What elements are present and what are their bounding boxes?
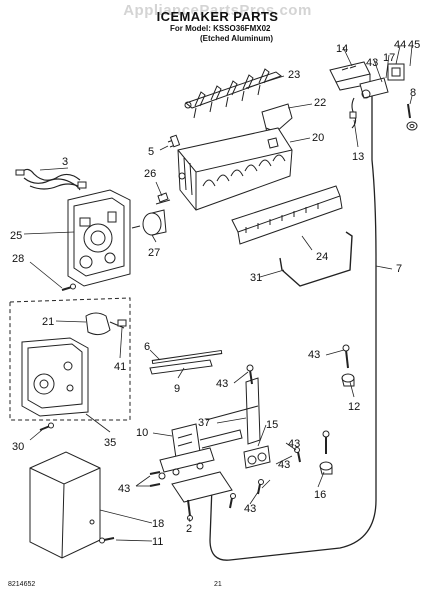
callout-44: 44 [394,39,406,51]
callout-8: 8 [410,87,416,99]
tube-clamp-12 [341,344,355,387]
screw-11 [99,537,115,544]
wire-harness [15,168,87,191]
callout-2: 2 [186,523,192,535]
callout-11: 11 [152,536,163,548]
callout-14: 14 [336,43,348,55]
module-motor [85,312,127,336]
callout-6: 6 [144,341,150,353]
fill-tube [149,350,223,375]
water-supply-tube [209,88,377,561]
replacement-kit-outline [9,297,131,421]
mounting-screw [167,134,181,148]
callout-43b: 43 [308,349,320,361]
callout-43d: 43 [278,459,290,471]
callout-16: 16 [314,489,326,501]
ice-stripper [231,185,343,245]
callout-3: 3 [62,156,68,168]
callout-15: 15 [266,419,278,431]
diagram-title: ICEMAKER PARTS [156,9,279,24]
callout-9: 9 [174,383,180,395]
callout-43e: 43 [118,483,130,495]
valve-body [359,77,389,99]
nut-8 [406,103,418,131]
callout-20: 20 [312,132,324,144]
valve-bracket-plate [171,471,233,521]
control-module [21,337,89,417]
callout-13: 13 [352,151,364,163]
callout-12: 12 [348,401,360,413]
callout-45: 45 [408,39,420,51]
callout-26: 26 [144,168,156,180]
thermostat [155,192,171,205]
model-line: For Model: KSSO36FMX02 [170,24,271,33]
tube-clamp-16 [319,430,333,475]
callout-23: 23 [288,69,300,81]
icemaker-mold [177,127,293,211]
drive-motor [131,209,167,236]
callout-25: 25 [10,230,22,242]
callout-30: 30 [12,441,24,453]
callout-5: 5 [148,146,154,158]
callout-24: 24 [316,251,328,263]
watermark: AppliancePartsPros.com [123,2,312,19]
callout-28: 28 [12,253,24,265]
callout-43f: 43 [244,503,256,515]
solenoid-coil [387,63,405,81]
shutoff-arm [279,231,353,287]
callout-18: 18 [152,518,164,530]
reference-code: 8214652 [8,581,36,588]
callout-43a: 43 [216,378,228,390]
finish-line: (Etched Aluminum) [200,34,274,43]
ejector-assembly [184,68,283,119]
callout-43g: 43 [366,57,378,69]
mounting-bracket [205,364,261,445]
callout-leaders [23,45,413,542]
water-valve [158,423,243,480]
control-housing [67,189,131,287]
wire-13 [349,97,357,129]
callout-10: 10 [136,427,148,439]
screw-28 [61,283,76,291]
tube-coupling-15 [243,445,271,469]
callout-numbers: 23 22 20 5 3 26 25 27 28 24 31 7 21 41 6… [10,39,420,548]
callout-35: 35 [104,437,116,449]
callout-41: 41 [114,361,126,373]
callout-21: 21 [42,316,54,328]
page-number: 21 [214,581,222,588]
callout-37: 37 [198,417,210,429]
callout-17: 17 [383,52,395,64]
callout-31: 31 [250,272,262,284]
screws-43 [149,447,301,509]
callout-22: 22 [314,97,326,109]
valve-cover [29,451,101,559]
inlet-valve-bracket [329,61,371,91]
callout-27: 27 [148,247,160,259]
screw-30 [39,422,54,431]
callout-43c: 43 [288,438,300,450]
callout-7: 7 [396,263,402,275]
